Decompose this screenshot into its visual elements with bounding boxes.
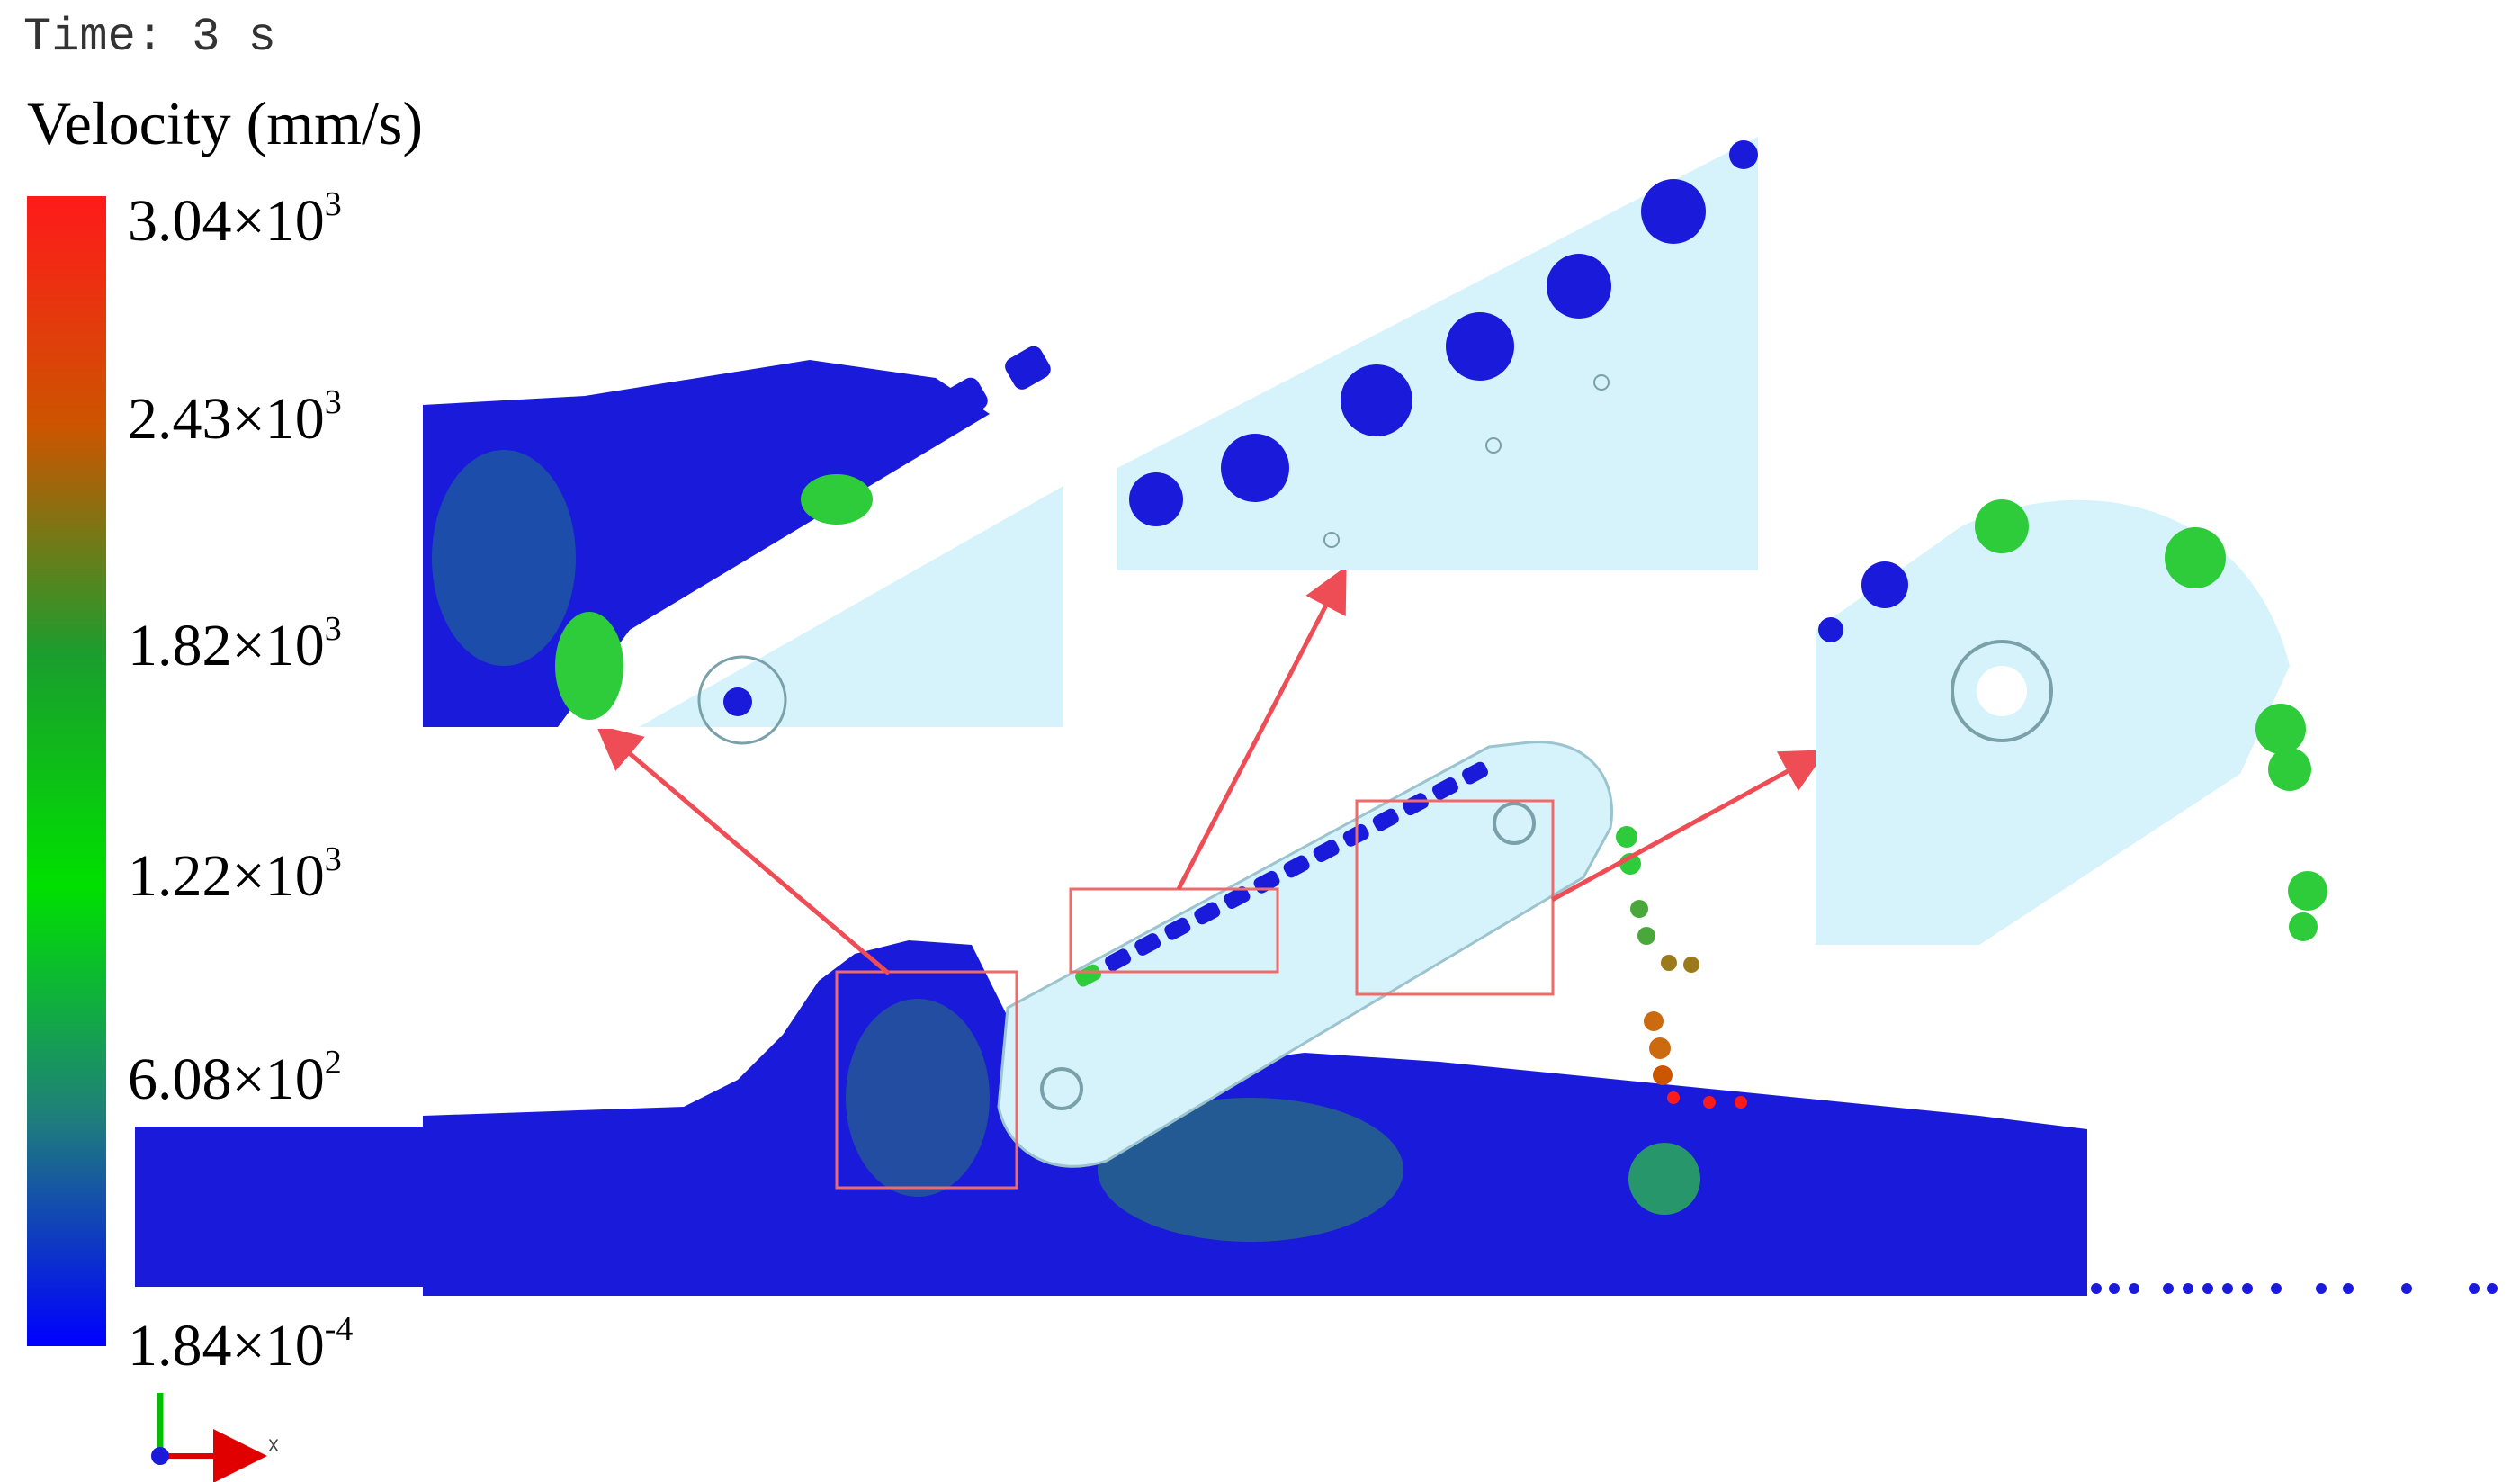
conveyor-buckets — [1075, 761, 1489, 987]
conveyor-lower-pulley — [1040, 1067, 1083, 1110]
legend-tick-0: 3.04×103 — [128, 185, 342, 254]
particle-cluster-lime — [1628, 1143, 1700, 1215]
axis-triad — [151, 1393, 267, 1482]
inset-intake — [423, 324, 1063, 745]
bucket-1 — [1105, 948, 1132, 972]
legend-title: Velocity (mm/s) — [27, 89, 424, 157]
conveyor-upper-pulley — [1493, 802, 1536, 845]
bucket-7 — [1283, 855, 1310, 878]
axis-x-label: X — [268, 1437, 280, 1458]
particle-cluster-green — [1098, 1098, 1403, 1242]
bucket-5 — [1224, 886, 1251, 909]
zoom-arrow-belt — [1176, 566, 1347, 891]
falling-particle-stream — [1616, 826, 1747, 1109]
bucket-12 — [1431, 777, 1458, 800]
bucket-10 — [1372, 808, 1399, 831]
bucket-6 — [1253, 870, 1280, 894]
legend-tick-5: 1.84×10-4 — [128, 1310, 354, 1379]
legend-tick-4: 6.08×102 — [128, 1044, 342, 1112]
trailing-particles — [2091, 1283, 2498, 1294]
bucket-0 — [1075, 964, 1102, 987]
time-label: Time: 3 s — [23, 11, 276, 64]
highlight-box-intake — [835, 970, 1018, 1190]
zoom-arrow-intake — [596, 724, 891, 975]
inset-discharge — [1816, 499, 2327, 945]
bucket-3 — [1164, 917, 1191, 940]
bucket-13 — [1462, 761, 1489, 785]
bucket-4 — [1194, 902, 1221, 925]
velocity-colorbar — [27, 196, 106, 1346]
legend-tick-3: 1.22×103 — [128, 840, 342, 909]
bucket-11 — [1402, 793, 1429, 816]
bucket-2 — [1134, 933, 1161, 956]
particle-cluster-teal — [846, 999, 990, 1197]
legend-tick-1: 2.43×103 — [128, 383, 342, 452]
highlight-box-belt — [1069, 887, 1279, 974]
legend-tick-2: 1.82×103 — [128, 610, 342, 678]
bucket-8 — [1313, 840, 1340, 863]
zoom-arrow-discharge — [1550, 750, 1827, 903]
inset-belt — [1117, 137, 1758, 570]
